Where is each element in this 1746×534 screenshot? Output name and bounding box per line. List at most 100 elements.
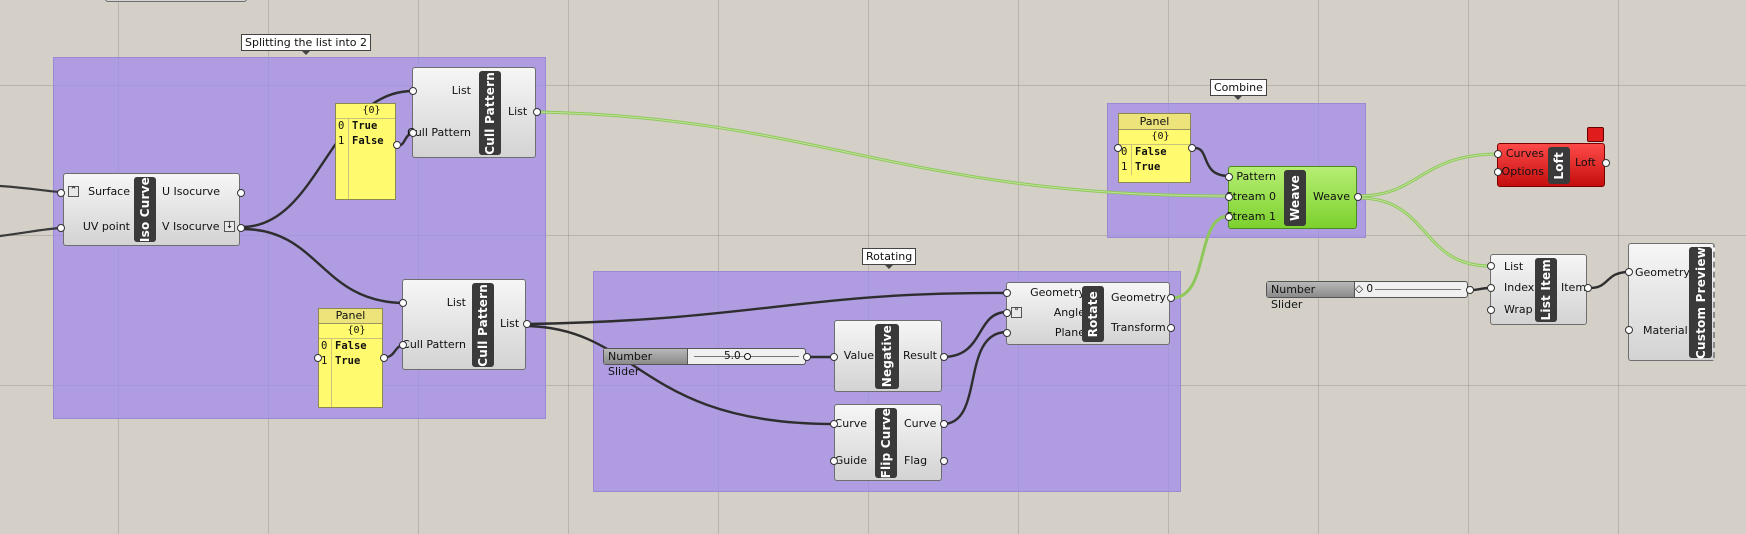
group-combine-label[interactable]: Combine xyxy=(1210,79,1267,100)
grip-flip-guide-in[interactable] xyxy=(830,457,838,465)
grip-panel-tf-out[interactable] xyxy=(393,141,401,149)
number-slider-index[interactable]: Number Slider ◇ 0 xyxy=(1266,281,1468,311)
weave-caption[interactable]: Weave xyxy=(1284,170,1306,226)
grip-loft-curves-in[interactable] xyxy=(1494,150,1502,158)
rotate-output-geometry[interactable]: Geometry xyxy=(1111,291,1166,304)
cull-top-output-list[interactable]: List xyxy=(508,105,528,118)
listitem-output-item[interactable]: Item xyxy=(1561,281,1587,294)
grip-flip-flag-out[interactable] xyxy=(940,457,948,465)
grip-loft-out[interactable] xyxy=(1602,159,1610,167)
cull-top-input-list[interactable]: List xyxy=(451,84,471,97)
error-flag-icon[interactable] xyxy=(1587,127,1604,142)
grip-listitem-index-in[interactable] xyxy=(1487,284,1495,292)
grip-panel-combine-in[interactable] xyxy=(1114,144,1122,152)
cull-bottom-input-list[interactable]: List xyxy=(446,296,466,309)
grip-panel-combine-out[interactable] xyxy=(1188,144,1196,152)
flatten-icon[interactable]: ↓ xyxy=(224,221,235,232)
grip-iso-surface[interactable] xyxy=(57,189,65,197)
rotate-output-transform[interactable]: Transform xyxy=(1111,321,1166,334)
loft-component[interactable]: Curves Options Loft Loft xyxy=(1497,143,1605,187)
grip-slider-angle-out[interactable] xyxy=(803,353,811,361)
weave-component[interactable]: Pattern Stream 0 Stream 1 Weave Weave xyxy=(1225,166,1357,229)
grip-slider-index-out[interactable] xyxy=(1466,286,1474,294)
loft-input-curves[interactable]: Curves xyxy=(1505,147,1544,160)
weave-input-stream0[interactable]: Stream 0 xyxy=(1225,190,1276,203)
grip-cull-bottom-list[interactable] xyxy=(399,299,407,307)
cull-pattern-bottom[interactable]: List Cull Pattern Cull Pattern List xyxy=(402,279,526,370)
grip-iso-v[interactable] xyxy=(237,224,245,232)
weave-input-pattern[interactable]: Pattern xyxy=(1236,170,1276,183)
custom-preview-component[interactable]: Geometry Material Custom Preview xyxy=(1628,243,1715,361)
listitem-input-index[interactable]: Index xyxy=(1504,281,1535,294)
grip-cull-top-list[interactable] xyxy=(409,87,417,95)
grip-rotate-transform-out[interactable] xyxy=(1167,324,1175,332)
grip-listitem-out[interactable] xyxy=(1584,284,1592,292)
rotate-input-geometry[interactable]: Geometry xyxy=(1030,286,1085,299)
preview-input-geometry[interactable]: Geometry xyxy=(1635,266,1690,279)
flip-curve-caption[interactable]: Flip Curve xyxy=(875,408,897,478)
grip-rotate-plane-in[interactable] xyxy=(1003,329,1011,337)
flip-input-curve[interactable]: Curve xyxy=(834,417,867,430)
cull-pattern-top[interactable]: List Cull Pattern Cull Pattern List xyxy=(407,67,536,158)
grip-flip-curve-out[interactable] xyxy=(940,420,948,428)
flip-curve-component[interactable]: Curve Guide Flip Curve Curve Flag xyxy=(834,404,942,481)
cull-bottom-output-list[interactable]: List xyxy=(500,317,520,330)
grip-cull-top-pattern[interactable] xyxy=(409,129,417,137)
iso-output-v[interactable]: V Isocurve xyxy=(162,220,220,233)
grip-flip-curve-in[interactable] xyxy=(830,420,838,428)
negative-caption[interactable]: Negative xyxy=(875,324,899,389)
flip-input-guide[interactable]: Guide xyxy=(834,454,867,467)
group-rotating-label[interactable]: Rotating xyxy=(862,248,917,269)
rotate-caption[interactable]: Rotate xyxy=(1082,286,1104,342)
cull-top-input-pattern[interactable]: Cull Pattern xyxy=(407,126,471,139)
grip-weave-stream0-in[interactable] xyxy=(1225,193,1233,201)
grip-cull-bottom-out[interactable] xyxy=(523,320,531,328)
preview-caption[interactable]: Custom Preview xyxy=(1689,247,1712,358)
grip-loft-options-in[interactable] xyxy=(1494,168,1502,176)
grip-weave-pattern-in[interactable] xyxy=(1225,173,1233,181)
loft-input-options[interactable]: Options xyxy=(1501,165,1544,178)
rotate-component[interactable]: Geometry Angle Plane ° Rotate Geometry T… xyxy=(1006,282,1170,345)
loft-caption[interactable]: Loft xyxy=(1548,147,1570,184)
preview-input-material[interactable]: Material xyxy=(1643,324,1688,337)
grip-preview-material-in[interactable] xyxy=(1625,326,1633,334)
cull-bottom-input-pattern[interactable]: Cull Pattern xyxy=(402,338,466,351)
iso-input-uvpoint[interactable]: UV point xyxy=(82,220,130,233)
grip-panel-ft-out[interactable] xyxy=(380,354,388,362)
negative-output-result[interactable]: Result xyxy=(903,349,937,362)
iso-curve-caption[interactable]: Iso Curve xyxy=(134,177,156,242)
slider-knob[interactable] xyxy=(744,353,751,360)
grip-iso-u[interactable] xyxy=(237,189,245,197)
grip-cull-top-out[interactable] xyxy=(533,108,541,116)
grip-weave-stream1-in[interactable] xyxy=(1225,213,1233,221)
iso-input-surface[interactable]: Surface xyxy=(88,185,130,198)
loft-output[interactable]: Loft xyxy=(1575,156,1596,169)
grip-rotate-geometry-in[interactable] xyxy=(1003,289,1011,297)
grip-cull-bottom-pattern[interactable] xyxy=(399,341,407,349)
listitem-input-wrap[interactable]: Wrap xyxy=(1504,303,1533,316)
list-item-component[interactable]: List Index Wrap List Item Item xyxy=(1490,254,1587,325)
grip-listitem-list-in[interactable] xyxy=(1487,262,1495,270)
iso-curve-component[interactable]: Surface UV point Iso Curve U Isocurve V … xyxy=(63,173,240,246)
grip-listitem-wrap-in[interactable] xyxy=(1487,306,1495,314)
degrees-icon[interactable]: ° xyxy=(1011,307,1022,318)
listitem-caption[interactable]: List Item xyxy=(1535,258,1557,322)
weave-input-stream1[interactable]: Stream 1 xyxy=(1225,210,1276,223)
grip-panel-ft-in[interactable] xyxy=(314,354,322,362)
grip-rotate-geometry-out[interactable] xyxy=(1167,294,1175,302)
grip-rotate-angle-in[interactable] xyxy=(1003,309,1011,317)
listitem-input-list[interactable]: List xyxy=(1504,260,1524,273)
iso-output-u[interactable]: U Isocurve xyxy=(162,185,221,198)
slider-track[interactable] xyxy=(1357,289,1461,290)
weave-output[interactable]: Weave xyxy=(1313,190,1351,203)
grip-preview-geometry-in[interactable] xyxy=(1625,268,1633,276)
cull-bottom-caption[interactable]: Cull Pattern xyxy=(472,283,494,367)
number-slider-angle[interactable]: Number Slider 5.0 xyxy=(603,348,806,378)
negative-component[interactable]: Value Negative Result xyxy=(834,320,942,392)
rotate-input-angle[interactable]: Angle xyxy=(1053,306,1085,319)
flip-output-flag[interactable]: Flag xyxy=(904,454,928,467)
